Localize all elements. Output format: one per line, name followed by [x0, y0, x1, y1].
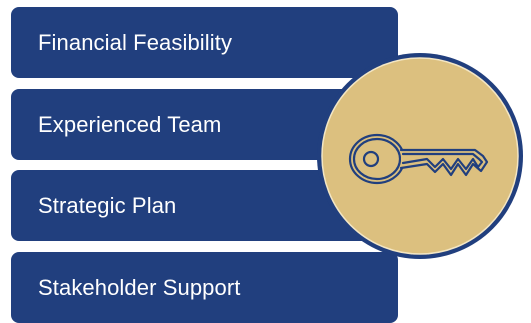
- factor-label: Strategic Plan: [38, 192, 177, 218]
- factor-label: Stakeholder Support: [38, 274, 241, 300]
- factor-financial-feasibility: Financial Feasibility: [11, 7, 398, 78]
- factor-label: Experienced Team: [38, 111, 222, 137]
- key-badge: [315, 51, 525, 261]
- key-badge-graphic: [317, 53, 523, 259]
- factor-label: Financial Feasibility: [38, 29, 233, 55]
- key-icon: [348, 133, 489, 185]
- factor-stakeholder-support: Stakeholder Support: [11, 252, 398, 323]
